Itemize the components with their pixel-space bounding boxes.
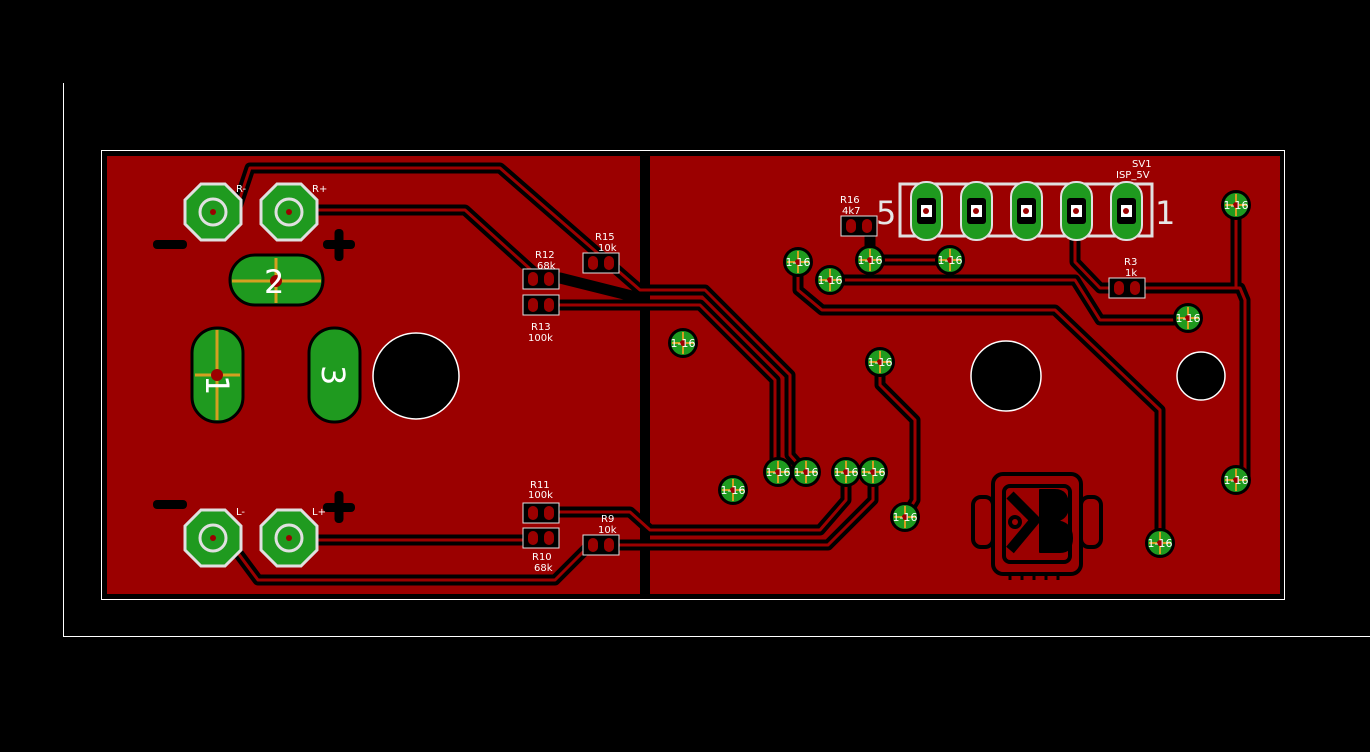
via[interactable]: 1-16 xyxy=(1221,465,1251,495)
via[interactable]: 1-16 xyxy=(890,502,920,532)
via-label: 1-16 xyxy=(858,254,883,267)
logo-mark xyxy=(971,472,1103,580)
via[interactable]: 1-16 xyxy=(815,265,845,295)
via-label: 1-16 xyxy=(834,466,859,479)
via-label: 1-16 xyxy=(1148,537,1173,550)
r12-name: R12 xyxy=(535,250,555,261)
r9-name: R9 xyxy=(601,514,614,525)
r3-value: 1k xyxy=(1125,268,1137,279)
frame-lines xyxy=(63,83,1370,637)
via-label: 1-16 xyxy=(868,356,893,369)
label-l-minus: L- xyxy=(236,507,245,518)
r9-value: 10k xyxy=(598,525,617,536)
r10-name: R10 xyxy=(532,552,552,563)
sv1-value: ISP_5V xyxy=(1116,170,1150,181)
via[interactable]: 1-16 xyxy=(763,457,793,487)
via[interactable]: 1-16 xyxy=(831,457,861,487)
pad-3-number: 3 xyxy=(314,365,352,385)
pad-1-number: 1 xyxy=(198,375,236,395)
via[interactable]: 1-16 xyxy=(1145,528,1175,558)
via-label: 1-16 xyxy=(861,466,886,479)
header-sv1[interactable] xyxy=(898,181,1154,241)
via[interactable]: 1-16 xyxy=(855,245,885,275)
via[interactable]: 1-16 xyxy=(858,457,888,487)
via-label: 1-16 xyxy=(1176,312,1201,325)
via-label: 1-16 xyxy=(1224,474,1249,487)
via-label: 1-16 xyxy=(893,511,918,524)
resistor-r10[interactable] xyxy=(522,527,560,549)
resistor-r15[interactable] xyxy=(582,252,620,274)
via[interactable]: 1-16 xyxy=(791,457,821,487)
r3-name: R3 xyxy=(1124,257,1137,268)
pad-1[interactable] xyxy=(190,326,245,424)
r13-name: R13 xyxy=(531,322,551,333)
r12-value: 68k xyxy=(537,261,556,272)
pad-2[interactable] xyxy=(228,253,325,307)
via-label: 1-16 xyxy=(671,337,696,350)
sv1-name: SV1 xyxy=(1132,159,1152,170)
mounting-hole-center[interactable] xyxy=(970,340,1042,412)
terminal-r-plus[interactable] xyxy=(259,182,319,242)
via[interactable]: 1-16 xyxy=(1173,303,1203,333)
via[interactable]: 1-16 xyxy=(668,328,698,358)
resistor-r3[interactable] xyxy=(1108,277,1146,299)
header-pin-1-label: 1 xyxy=(1155,194,1175,232)
via-label: 1-16 xyxy=(938,254,963,267)
via[interactable]: 1-16 xyxy=(718,475,748,505)
via-label: 1-16 xyxy=(766,466,791,479)
terminal-r-minus[interactable] xyxy=(183,182,243,242)
terminal-l-plus[interactable] xyxy=(259,508,319,568)
via[interactable]: 1-16 xyxy=(865,347,895,377)
mounting-hole-left[interactable] xyxy=(372,332,460,420)
polarity-marks xyxy=(153,229,355,523)
header-pin-5-label: 5 xyxy=(876,194,896,232)
via[interactable]: 1-16 xyxy=(1221,190,1251,220)
via-label: 1-16 xyxy=(1224,199,1249,212)
resistor-r13[interactable] xyxy=(522,294,560,316)
via-label: 1-16 xyxy=(794,466,819,479)
r16-value: 4k7 xyxy=(842,206,861,217)
terminal-l-minus[interactable] xyxy=(183,508,243,568)
resistor-r12[interactable] xyxy=(522,268,560,290)
r13-value: 100k xyxy=(528,333,553,344)
label-r-minus: R- xyxy=(236,184,247,195)
label-l-plus: L+ xyxy=(312,507,326,518)
via-label: 1-16 xyxy=(818,274,843,287)
r15-name: R15 xyxy=(595,232,615,243)
label-r-plus: R+ xyxy=(312,184,327,195)
r16-name: R16 xyxy=(840,195,860,206)
pad-3[interactable] xyxy=(307,326,362,424)
via[interactable]: 1-16 xyxy=(935,245,965,275)
resistor-r9[interactable] xyxy=(582,534,620,556)
via-label: 1-16 xyxy=(721,484,746,497)
pad-2-number: 2 xyxy=(264,263,284,301)
resistor-r11[interactable] xyxy=(522,502,560,524)
r11-value: 100k xyxy=(528,490,553,501)
r10-value: 68k xyxy=(534,563,553,574)
resistor-r16[interactable] xyxy=(840,215,878,237)
via[interactable]: 1-16 xyxy=(783,247,813,277)
mounting-hole-right[interactable] xyxy=(1176,351,1226,401)
r11-name: R11 xyxy=(530,480,550,491)
via-label: 1-16 xyxy=(786,256,811,269)
r15-value: 10k xyxy=(598,243,617,254)
